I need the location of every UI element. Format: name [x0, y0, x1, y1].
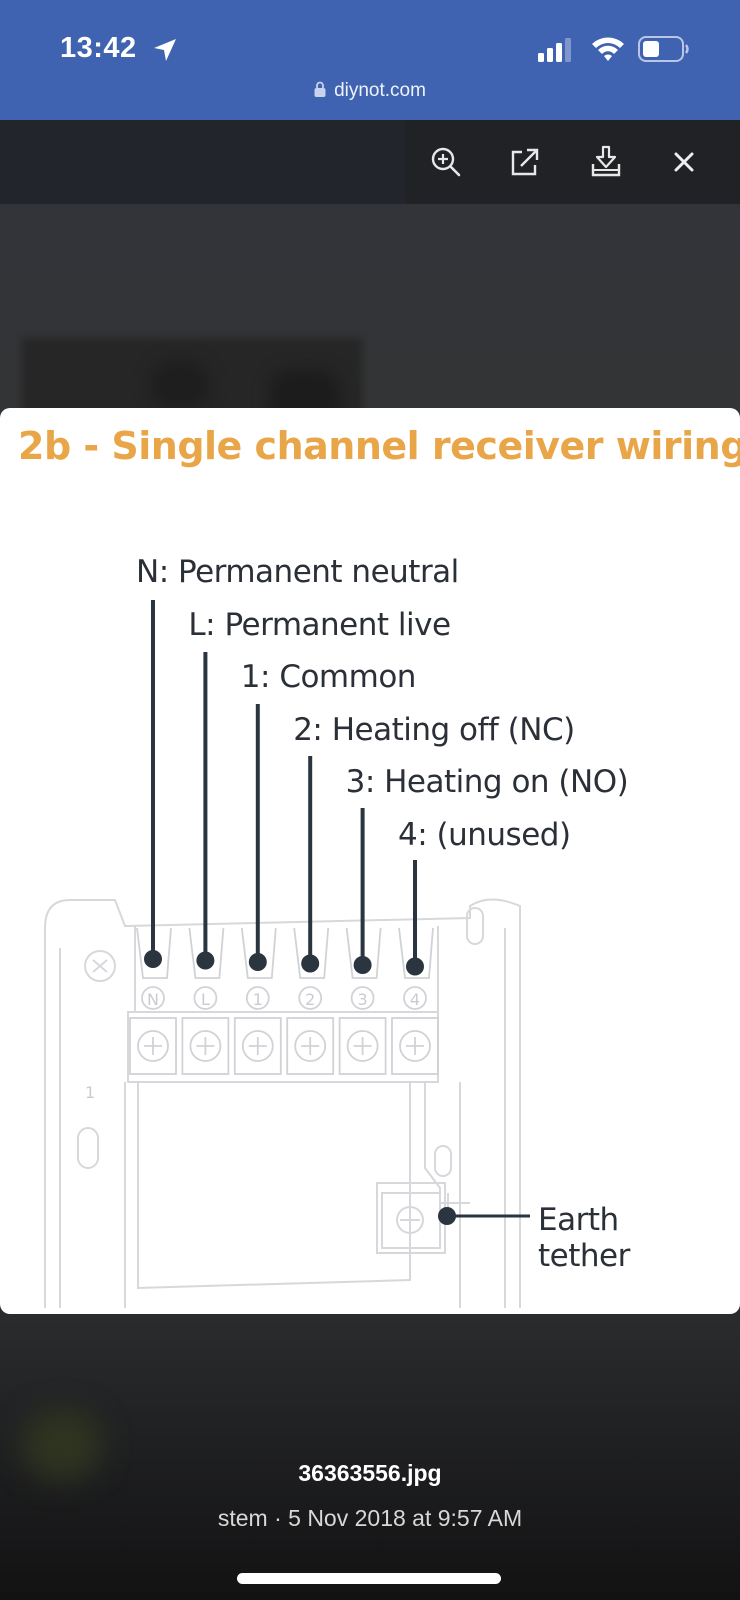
status-bar: 13:42 diynot.com	[0, 0, 740, 120]
terminal-dot-2	[301, 954, 320, 973]
wiring-diagram-image[interactable]: 2b - Single channel receiver wiring	[0, 408, 740, 1314]
terminal-marking	[298, 986, 323, 1010]
terminal-clamp	[233, 1017, 282, 1075]
terminal-marking	[141, 986, 165, 1010]
terminal-marking-label: 1	[253, 990, 263, 1009]
open-external-button[interactable]	[505, 142, 545, 182]
background-blob	[150, 360, 210, 410]
terminal-clamp	[286, 1017, 335, 1075]
terminal-clamp	[181, 1017, 230, 1075]
terminal-marking-label: L	[201, 990, 210, 1009]
terminal-screw	[241, 1030, 274, 1062]
address-bar[interactable]: diynot.com	[0, 80, 740, 102]
url-text: diynot.com	[334, 80, 426, 101]
terminal-screw-slot	[406, 1037, 424, 1055]
terminal-dot-1	[248, 953, 267, 971]
image-filename: 36363556.jpg	[298, 1460, 442, 1486]
terminal-slot	[398, 927, 434, 979]
wire-label-4: 4: (unused)	[398, 816, 571, 853]
status-time: 13:42	[60, 32, 137, 64]
wire-label-1: 1: Common	[240, 659, 417, 695]
download-icon	[591, 145, 621, 177]
terminal-screw-slot	[196, 1037, 215, 1055]
wire-label-L: L: Permanent live	[188, 606, 451, 643]
battery-icon	[638, 36, 689, 62]
terminal-screw	[189, 1030, 222, 1062]
terminal-screw-slot	[248, 1037, 267, 1055]
terminal-slot	[293, 927, 330, 979]
terminal-dot-N	[144, 950, 162, 968]
earth-label: Earth	[538, 1202, 619, 1238]
image-meta: stem · 5 Nov 2018 at 9:57 AM	[217, 1505, 523, 1531]
earth-label: tether	[538, 1238, 630, 1274]
wire-label-2: 2: Heating off (NC)	[293, 711, 575, 748]
external-link-icon	[511, 148, 539, 176]
terminal-clamp	[391, 1017, 439, 1075]
terminal-screw	[137, 1030, 169, 1062]
download-button[interactable]	[586, 142, 626, 182]
image-viewer-toolbar	[406, 120, 740, 204]
terminal-clamp	[338, 1017, 387, 1075]
terminal-marking-label: 2	[305, 990, 315, 1009]
terminal-screw-slot	[301, 1037, 320, 1055]
terminal-screw-slot	[144, 1037, 162, 1055]
terminal-marking-label: N	[147, 990, 159, 1009]
terminal-screw	[399, 1030, 431, 1062]
terminal-marking	[350, 986, 375, 1010]
terminal-screw-slot	[353, 1037, 372, 1055]
background-avatar	[22, 1410, 102, 1480]
wifi-icon	[592, 37, 624, 61]
terminal-slot	[188, 927, 225, 979]
wire-label-3: 3: Heating on (NO)	[345, 764, 629, 800]
terminal-screw	[294, 1030, 327, 1062]
earth-terminal-dot	[438, 1207, 456, 1225]
terminal-slot	[136, 927, 172, 979]
home-indicator[interactable]	[237, 1573, 501, 1584]
close-icon	[674, 152, 694, 172]
terminal-dot-L	[196, 951, 215, 970]
lock-icon	[314, 81, 326, 97]
terminal-slot	[240, 927, 277, 979]
receiver-backplate-drawing: N L 1 2 3 4 1	[44, 600, 530, 1308]
zoom-in-icon	[431, 147, 461, 177]
terminal-slot	[345, 927, 382, 979]
location-arrow-icon	[154, 39, 176, 61]
terminal-clamp	[129, 1017, 177, 1075]
terminal-screw	[346, 1030, 379, 1062]
terminal-dot-4	[406, 957, 424, 976]
side-number: 1	[85, 1083, 95, 1102]
terminal-marking	[245, 986, 270, 1010]
zoom-in-button[interactable]	[426, 142, 466, 182]
diagram-title: 2b - Single channel receiver wiring	[18, 424, 740, 468]
wire-label-N: N: Permanent neutral	[136, 554, 459, 590]
close-button[interactable]	[664, 142, 704, 182]
terminal-dot-3	[353, 956, 372, 974]
terminal-marking	[193, 986, 218, 1010]
terminal-marking	[403, 986, 427, 1010]
cellular-signal-icon	[538, 38, 571, 62]
terminal-marking-label: 3	[358, 990, 368, 1009]
terminal-marking-label: 4	[410, 990, 420, 1009]
